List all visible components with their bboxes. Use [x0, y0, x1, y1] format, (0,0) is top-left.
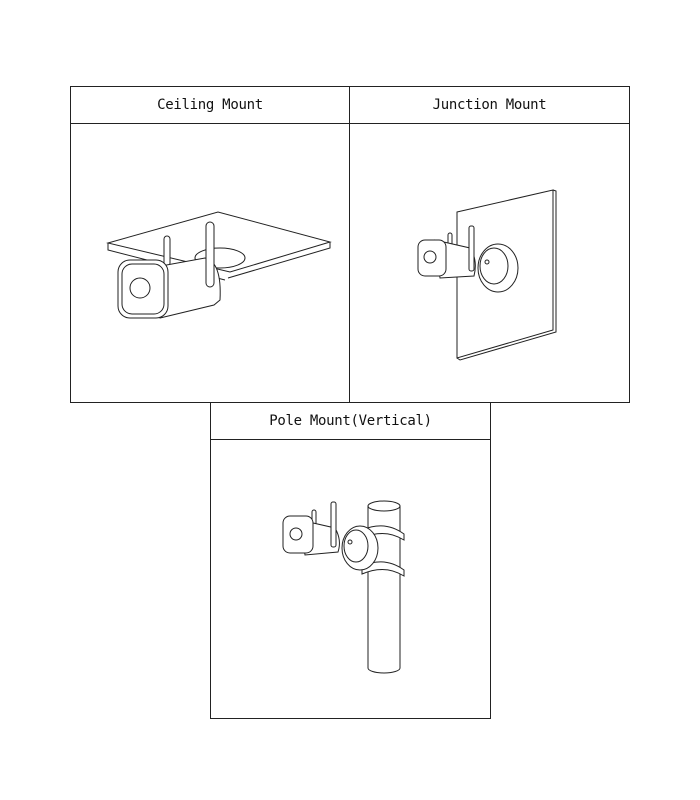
pole-mount-illustration — [282, 500, 405, 674]
junction-mount-illustration — [417, 189, 557, 361]
panel-pole-mount: Pole Mount(Vertical) — [210, 402, 491, 719]
panel-title: Pole Mount(Vertical) — [211, 403, 490, 440]
panel-title: Junction Mount — [350, 87, 629, 124]
panel-title: Ceiling Mount — [71, 87, 349, 124]
ceiling-mount-illustration — [106, 211, 332, 319]
